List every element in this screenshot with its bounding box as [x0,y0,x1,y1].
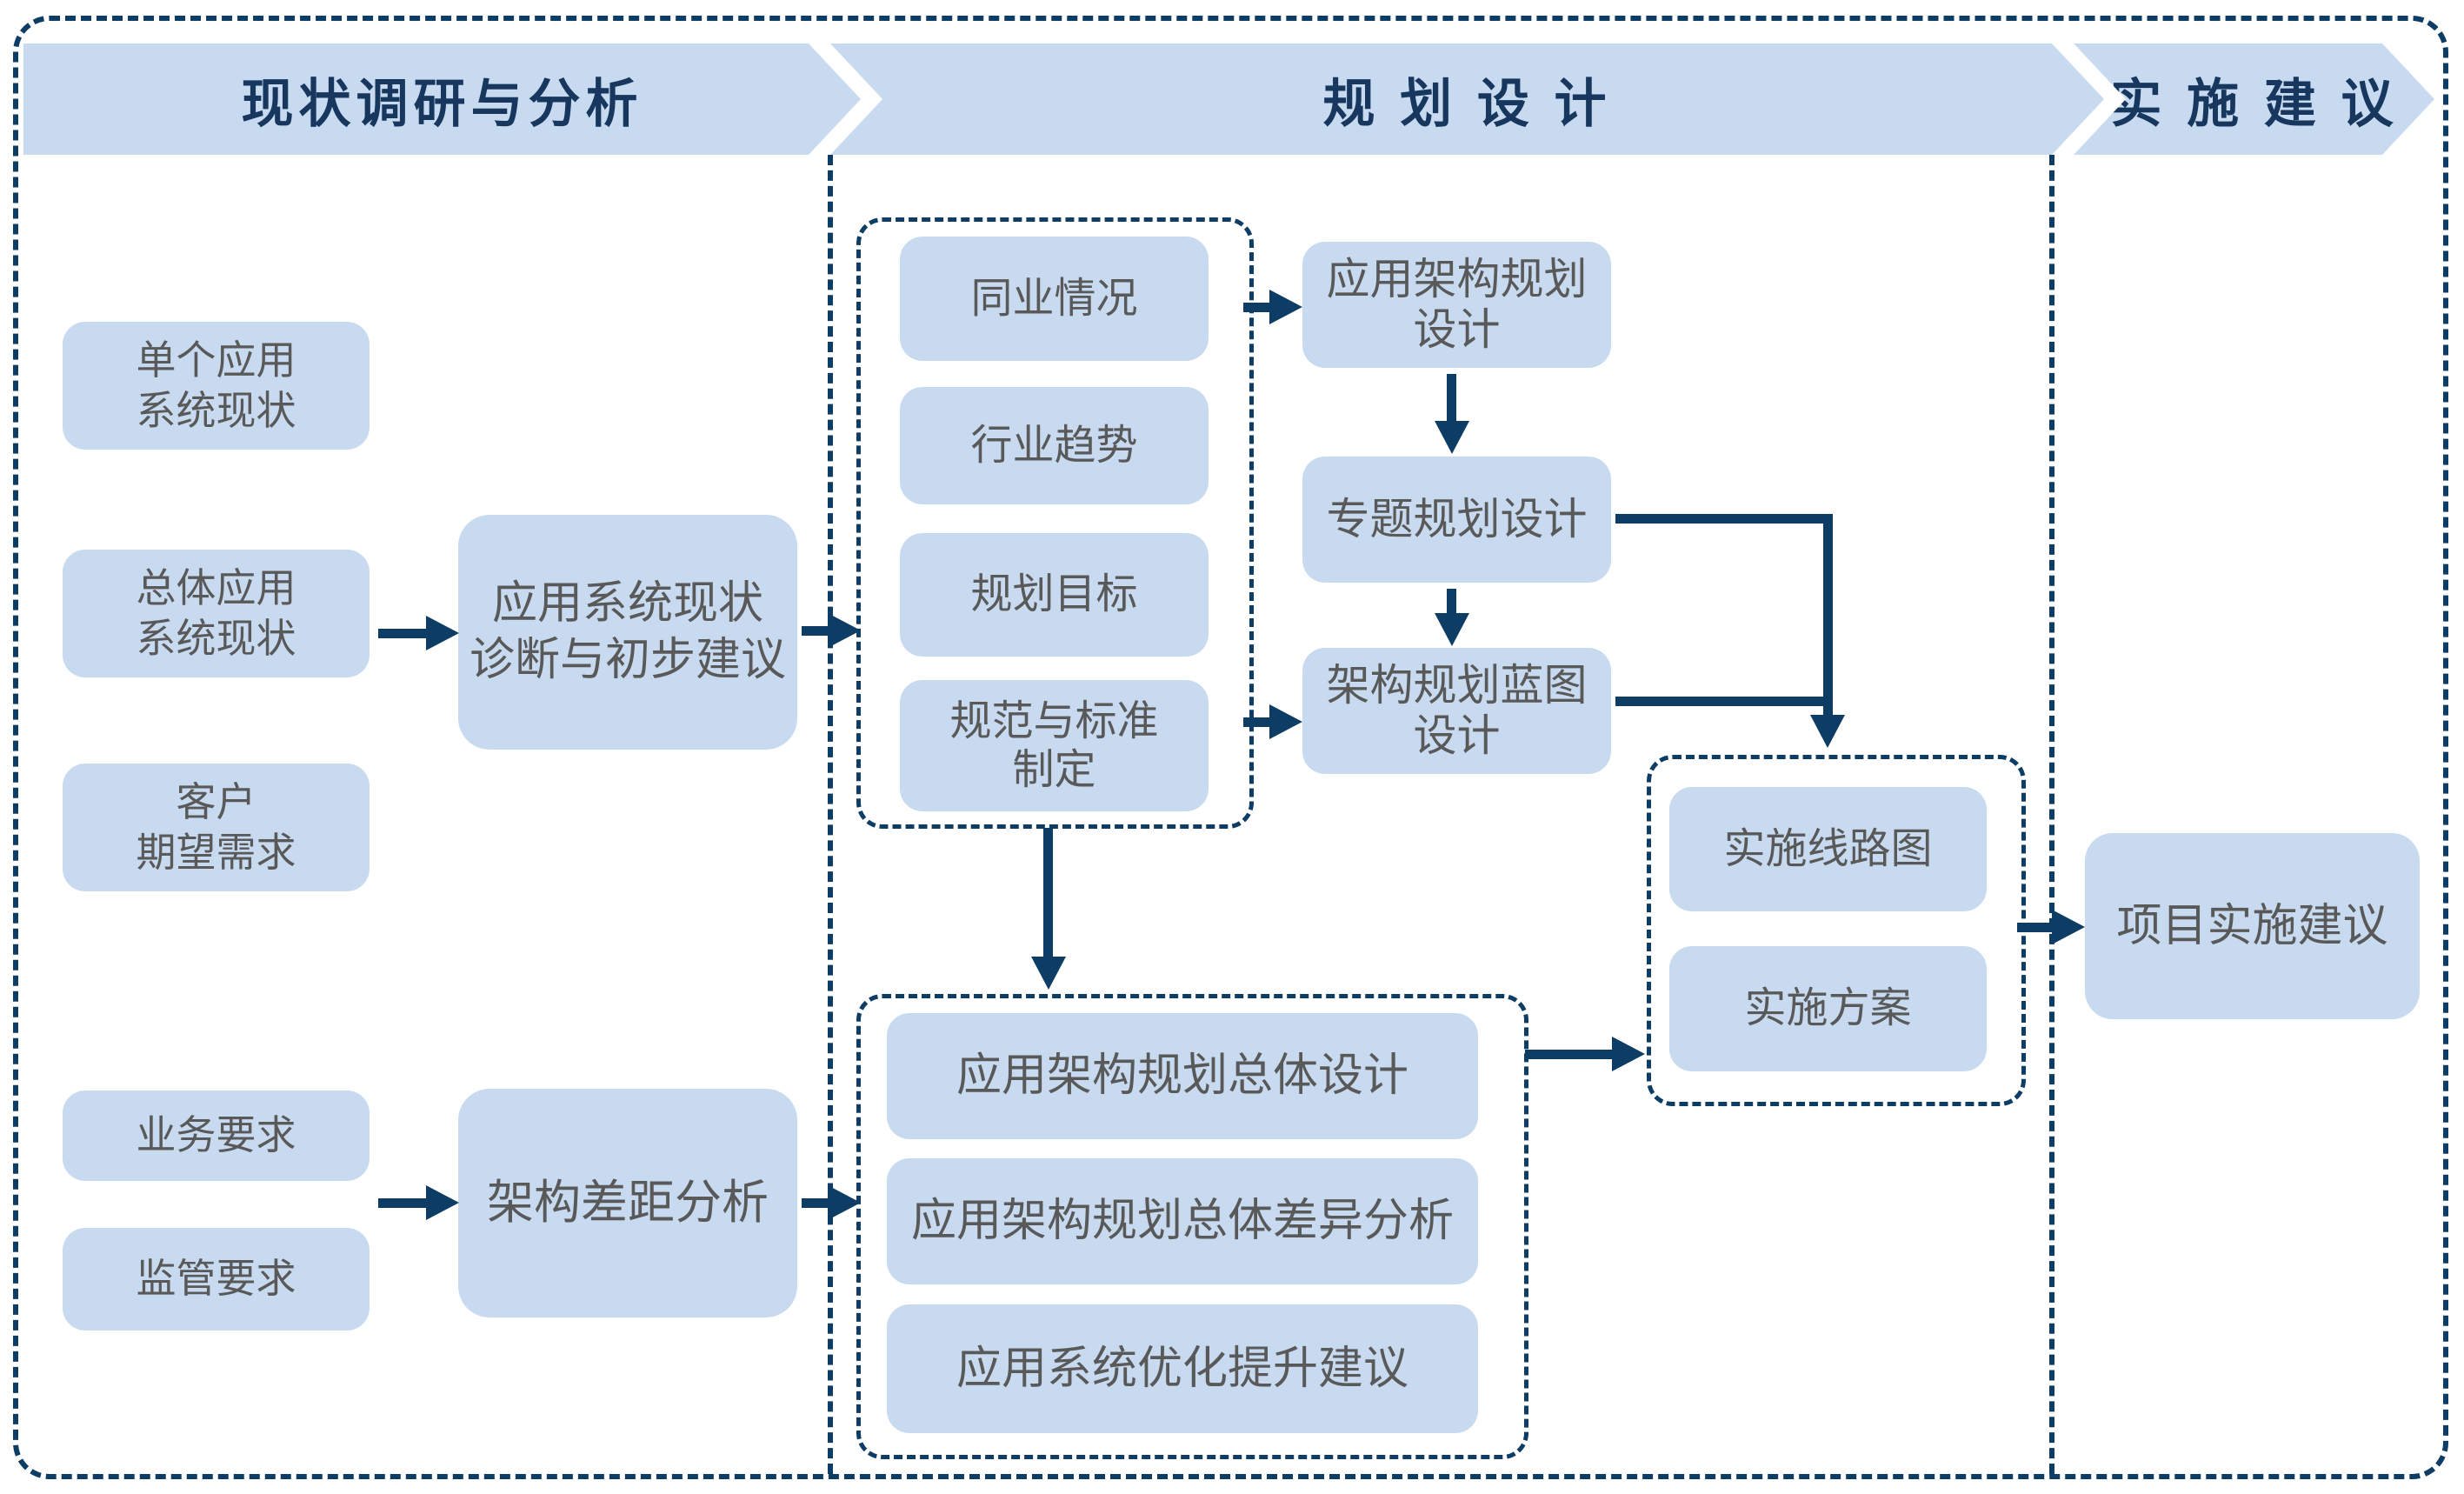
box-special-topic-planning-label: 专题规划设计 [1326,495,1588,544]
arrow-implementation-to-final-head [2052,910,2085,944]
box-standards-formulation-line1: 规范与标准 [949,698,1159,745]
box-overall-architecture-design-label: 应用架构规划总体设计 [956,1050,1408,1101]
arrow-requirements-to-gap-head [426,1185,459,1220]
box-current-status-diagnosis-line1: 应用系统现状 [491,578,763,629]
group-overall-design [856,994,1528,1459]
diagram-outer-border [13,16,2448,1479]
box-current-status-diagnosis: 应用系统现状 诊断与初步建议 [458,515,797,750]
arrow-overall-to-diagnosis-line [378,629,428,638]
box-overall-architecture-design: 应用架构规划总体设计 [887,1013,1478,1139]
box-business-requirements-label: 业务要求 [136,1112,296,1158]
box-overall-difference-analysis: 应用架构规划总体差异分析 [887,1158,1478,1284]
phase-banner-research: 现状调研与分析 [23,43,861,155]
arrow-standards-to-blueprint-line [1243,717,1271,727]
box-app-architecture-planning-design: 应用架构规划 设计 [1302,242,1611,368]
box-architecture-blueprint-design: 架构规划蓝图 设计 [1302,648,1611,774]
arrow-peer-to-appdesign-line [1243,303,1271,312]
box-industry-trend: 行业趋势 [900,387,1209,504]
box-implementation-plan-label: 实施方案 [1744,985,1912,1031]
box-customer-expectations-line1: 客户 [176,779,256,824]
arrow-appdesign-to-special-head [1435,421,1469,454]
box-architecture-blueprint-design-line2: 设计 [1413,710,1501,760]
box-system-optimization-suggestions: 应用系统优化提升建议 [887,1304,1478,1433]
arrow-overall-group-to-implementation-line [1525,1050,1614,1059]
arrow-special-to-blueprint-line [1447,589,1456,613]
group-planning-inputs [856,217,1254,829]
box-peer-situation-label: 同业情况 [970,275,1138,322]
phase-divider-2 [2049,155,2054,1474]
box-customer-expectations-line2: 期望需求 [136,829,296,875]
phase-divider-1 [828,155,833,1474]
arrow-appdesign-to-special-line [1447,374,1456,421]
box-implementation-roadmap: 实施线路图 [1669,787,1987,911]
arrow-requirements-to-gap-line [378,1198,428,1208]
arrow-gap-to-overall-group-head [828,1185,861,1220]
box-architecture-gap-analysis: 架构差距分析 [458,1089,797,1317]
arrow-special-to-blueprint-head [1435,613,1469,646]
box-system-optimization-suggestions-label: 应用系统优化提升建议 [956,1343,1408,1394]
box-architecture-blueprint-design-line1: 架构规划蓝图 [1326,661,1588,710]
box-overall-app-status-line2: 系统现状 [136,615,296,661]
box-app-architecture-planning-design-line1: 应用架构规划 [1326,255,1588,303]
arrow-inputs-to-overall-group-line [1043,828,1053,958]
box-architecture-gap-analysis-label: 架构差距分析 [487,1176,769,1229]
box-single-app-status-line2: 系统现状 [136,387,296,433]
box-peer-situation: 同业情况 [900,237,1209,361]
arrow-overall-to-diagnosis-head [426,616,459,650]
box-project-implementation-suggestion-label: 项目实施建议 [2116,900,2388,951]
box-regulatory-requirements: 监管要求 [63,1228,370,1331]
arrow-gap-to-overall-group-line [802,1198,829,1208]
box-overall-app-status: 总体应用 系统现状 [63,550,370,677]
box-implementation-plan: 实施方案 [1669,946,1987,1071]
box-current-status-diagnosis-line2: 诊断与初步建议 [469,635,786,685]
box-single-app-status: 单个应用 系统现状 [63,322,370,450]
phase-banner-planning: 规 划 设 计 [830,43,2104,155]
arrow-standards-to-blueprint-head [1269,704,1302,739]
connector-blueprint-elbow-horizontal [1615,697,1833,706]
arrow-diagnosis-to-inputs-head [828,613,861,648]
box-standards-formulation: 规范与标准 制定 [900,680,1209,811]
box-overall-difference-analysis-label: 应用架构规划总体差异分析 [910,1196,1454,1246]
arrow-implementation-to-final-line [2017,923,2054,932]
box-app-architecture-planning-design-line2: 设计 [1413,304,1501,354]
box-regulatory-requirements-label: 监管要求 [136,1256,296,1302]
arrow-overall-group-to-implementation-head [1612,1037,1645,1071]
phase-banner-implementation-label: 实 施 建 议 [2109,74,2399,133]
connector-special-elbow-horizontal [1615,514,1833,524]
box-industry-trend-label: 行业趋势 [970,422,1138,469]
box-business-requirements: 业务要求 [63,1090,370,1181]
arrow-diagnosis-to-inputs-line [802,626,829,636]
box-overall-app-status-line1: 总体应用 [136,565,296,610]
box-customer-expectations: 客户 期望需求 [63,764,370,891]
box-standards-formulation-line2: 制定 [1012,746,1096,793]
box-implementation-roadmap-label: 实施线路图 [1723,825,1933,872]
box-single-app-status-line1: 单个应用 [136,337,296,383]
box-special-topic-planning: 专题规划设计 [1302,457,1611,583]
phase-banner-planning-label: 规 划 设 计 [1322,74,1612,133]
connector-elbow-vertical [1823,514,1833,715]
phase-banner-implementation: 实 施 建 议 [2074,43,2434,155]
phase-banner-research-label: 现状调研与分析 [241,74,643,133]
arrow-inputs-to-overall-group-head [1031,957,1066,990]
arrow-elbow-to-implementation-head [1810,715,1845,748]
arrow-peer-to-appdesign-head [1269,290,1302,324]
box-planning-goal-label: 规划目标 [970,571,1138,617]
box-planning-goal: 规划目标 [900,533,1209,657]
box-project-implementation-suggestion: 项目实施建议 [2085,833,2420,1019]
